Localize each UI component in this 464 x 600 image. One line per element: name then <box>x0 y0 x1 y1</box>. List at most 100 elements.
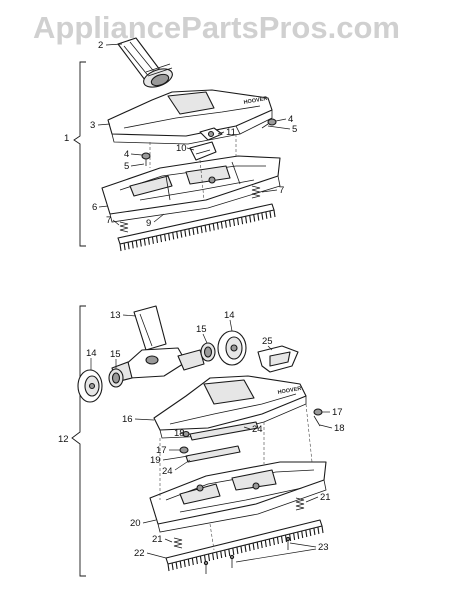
bristle <box>191 557 194 566</box>
callout-1: 1 <box>64 133 69 144</box>
bristle <box>297 531 300 540</box>
rail-24-upper <box>189 421 259 441</box>
screws-23 <box>203 536 291 574</box>
screw-4-upper-left <box>141 152 151 166</box>
bristle <box>276 536 279 545</box>
assembly-bracket-12 <box>71 305 86 577</box>
hose-neck <box>117 37 173 88</box>
bristle <box>289 533 292 542</box>
callout-15-right: 15 <box>196 324 207 335</box>
bristle <box>293 532 296 541</box>
bristle <box>200 226 203 234</box>
callout-7-left: 7 <box>106 215 111 226</box>
bristle <box>172 232 175 240</box>
callout-25: 25 <box>262 336 273 347</box>
bristle <box>147 237 150 245</box>
callout-16: 16 <box>122 414 133 425</box>
hub-15-left <box>108 368 124 388</box>
bristle <box>244 544 247 553</box>
bristle <box>280 535 284 544</box>
bristle <box>220 221 223 229</box>
bristle <box>203 554 207 563</box>
lower-assembly: HOOVER <box>71 305 327 577</box>
bristle <box>260 540 263 549</box>
callout-7-right: 7 <box>279 185 284 196</box>
base-housing-lower <box>149 461 327 533</box>
watermark-text: AppliancePartsPros.com <box>33 10 400 45</box>
bristle <box>183 559 186 568</box>
callout-5-right: 5 <box>292 124 297 135</box>
bristle <box>236 218 240 226</box>
bristle <box>321 525 324 534</box>
callout-9: 9 <box>146 218 151 229</box>
bristle <box>256 541 259 550</box>
hoover-brand-upper: HOOVER <box>243 96 268 106</box>
bristle <box>257 213 260 221</box>
callout-22: 22 <box>134 548 145 559</box>
clip-10 <box>189 141 217 161</box>
bristle <box>188 228 191 236</box>
bristle <box>176 231 179 239</box>
bristle <box>241 217 244 225</box>
bristle <box>196 226 199 235</box>
bristle <box>261 212 264 220</box>
callout-2: 2 <box>98 40 103 51</box>
callout-14-right: 14 <box>224 310 235 321</box>
bristle <box>195 556 198 565</box>
screw-19 <box>175 455 189 459</box>
bristle <box>179 560 182 569</box>
bristle <box>187 558 190 567</box>
bristle <box>207 553 211 562</box>
rail-24-lower <box>185 445 241 463</box>
bristle <box>123 243 126 251</box>
bristle <box>135 240 138 248</box>
wheel-14-right <box>217 330 247 366</box>
spring-21-left <box>173 537 183 549</box>
upper-assembly: HOOVER <box>73 37 281 252</box>
callout-14-left: 14 <box>86 348 97 359</box>
bristle <box>192 227 195 235</box>
bristle <box>180 230 183 238</box>
bristle <box>159 235 163 243</box>
callout-17-right: 17 <box>332 407 343 418</box>
bristle <box>175 561 178 570</box>
spring-21-right <box>295 497 305 511</box>
brush-strip-upper <box>117 203 276 252</box>
callout-19: 19 <box>150 455 161 466</box>
bristle <box>212 223 215 231</box>
callout-13: 13 <box>110 310 121 321</box>
bristle <box>272 537 275 546</box>
swivel-neck <box>111 305 205 383</box>
callout-23: 23 <box>318 542 329 553</box>
callout-4-right: 4 <box>288 114 293 125</box>
callout-12: 12 <box>58 434 69 445</box>
callout-21-right: 21 <box>320 492 331 503</box>
bristle <box>264 539 267 548</box>
bristle <box>249 215 252 223</box>
callout-20: 20 <box>130 518 141 529</box>
bristle <box>253 214 256 222</box>
bristle <box>252 542 255 551</box>
brush-strip-lower <box>165 519 324 572</box>
bristle <box>171 562 174 571</box>
upper-callouts: 1 2 3 4 5 11 10 4 5 7 6 9 7 <box>64 40 297 229</box>
bristle <box>240 545 243 554</box>
bristle <box>184 229 187 237</box>
bristle <box>216 222 219 230</box>
bristle <box>212 552 215 561</box>
bristle <box>127 242 130 250</box>
callout-17-left: 17 <box>156 445 167 456</box>
bristle <box>143 238 146 246</box>
base-housing-upper <box>101 155 281 223</box>
screw-17-right <box>313 408 323 416</box>
callout-6: 6 <box>92 202 97 213</box>
screw-18-right <box>313 415 321 427</box>
bristle <box>309 528 312 537</box>
bristle <box>151 236 154 244</box>
bristle <box>119 243 122 252</box>
callout-5-left: 5 <box>124 161 129 172</box>
bristle <box>232 547 235 556</box>
assembly-bracket-1 <box>73 61 86 247</box>
bristle <box>216 551 219 560</box>
